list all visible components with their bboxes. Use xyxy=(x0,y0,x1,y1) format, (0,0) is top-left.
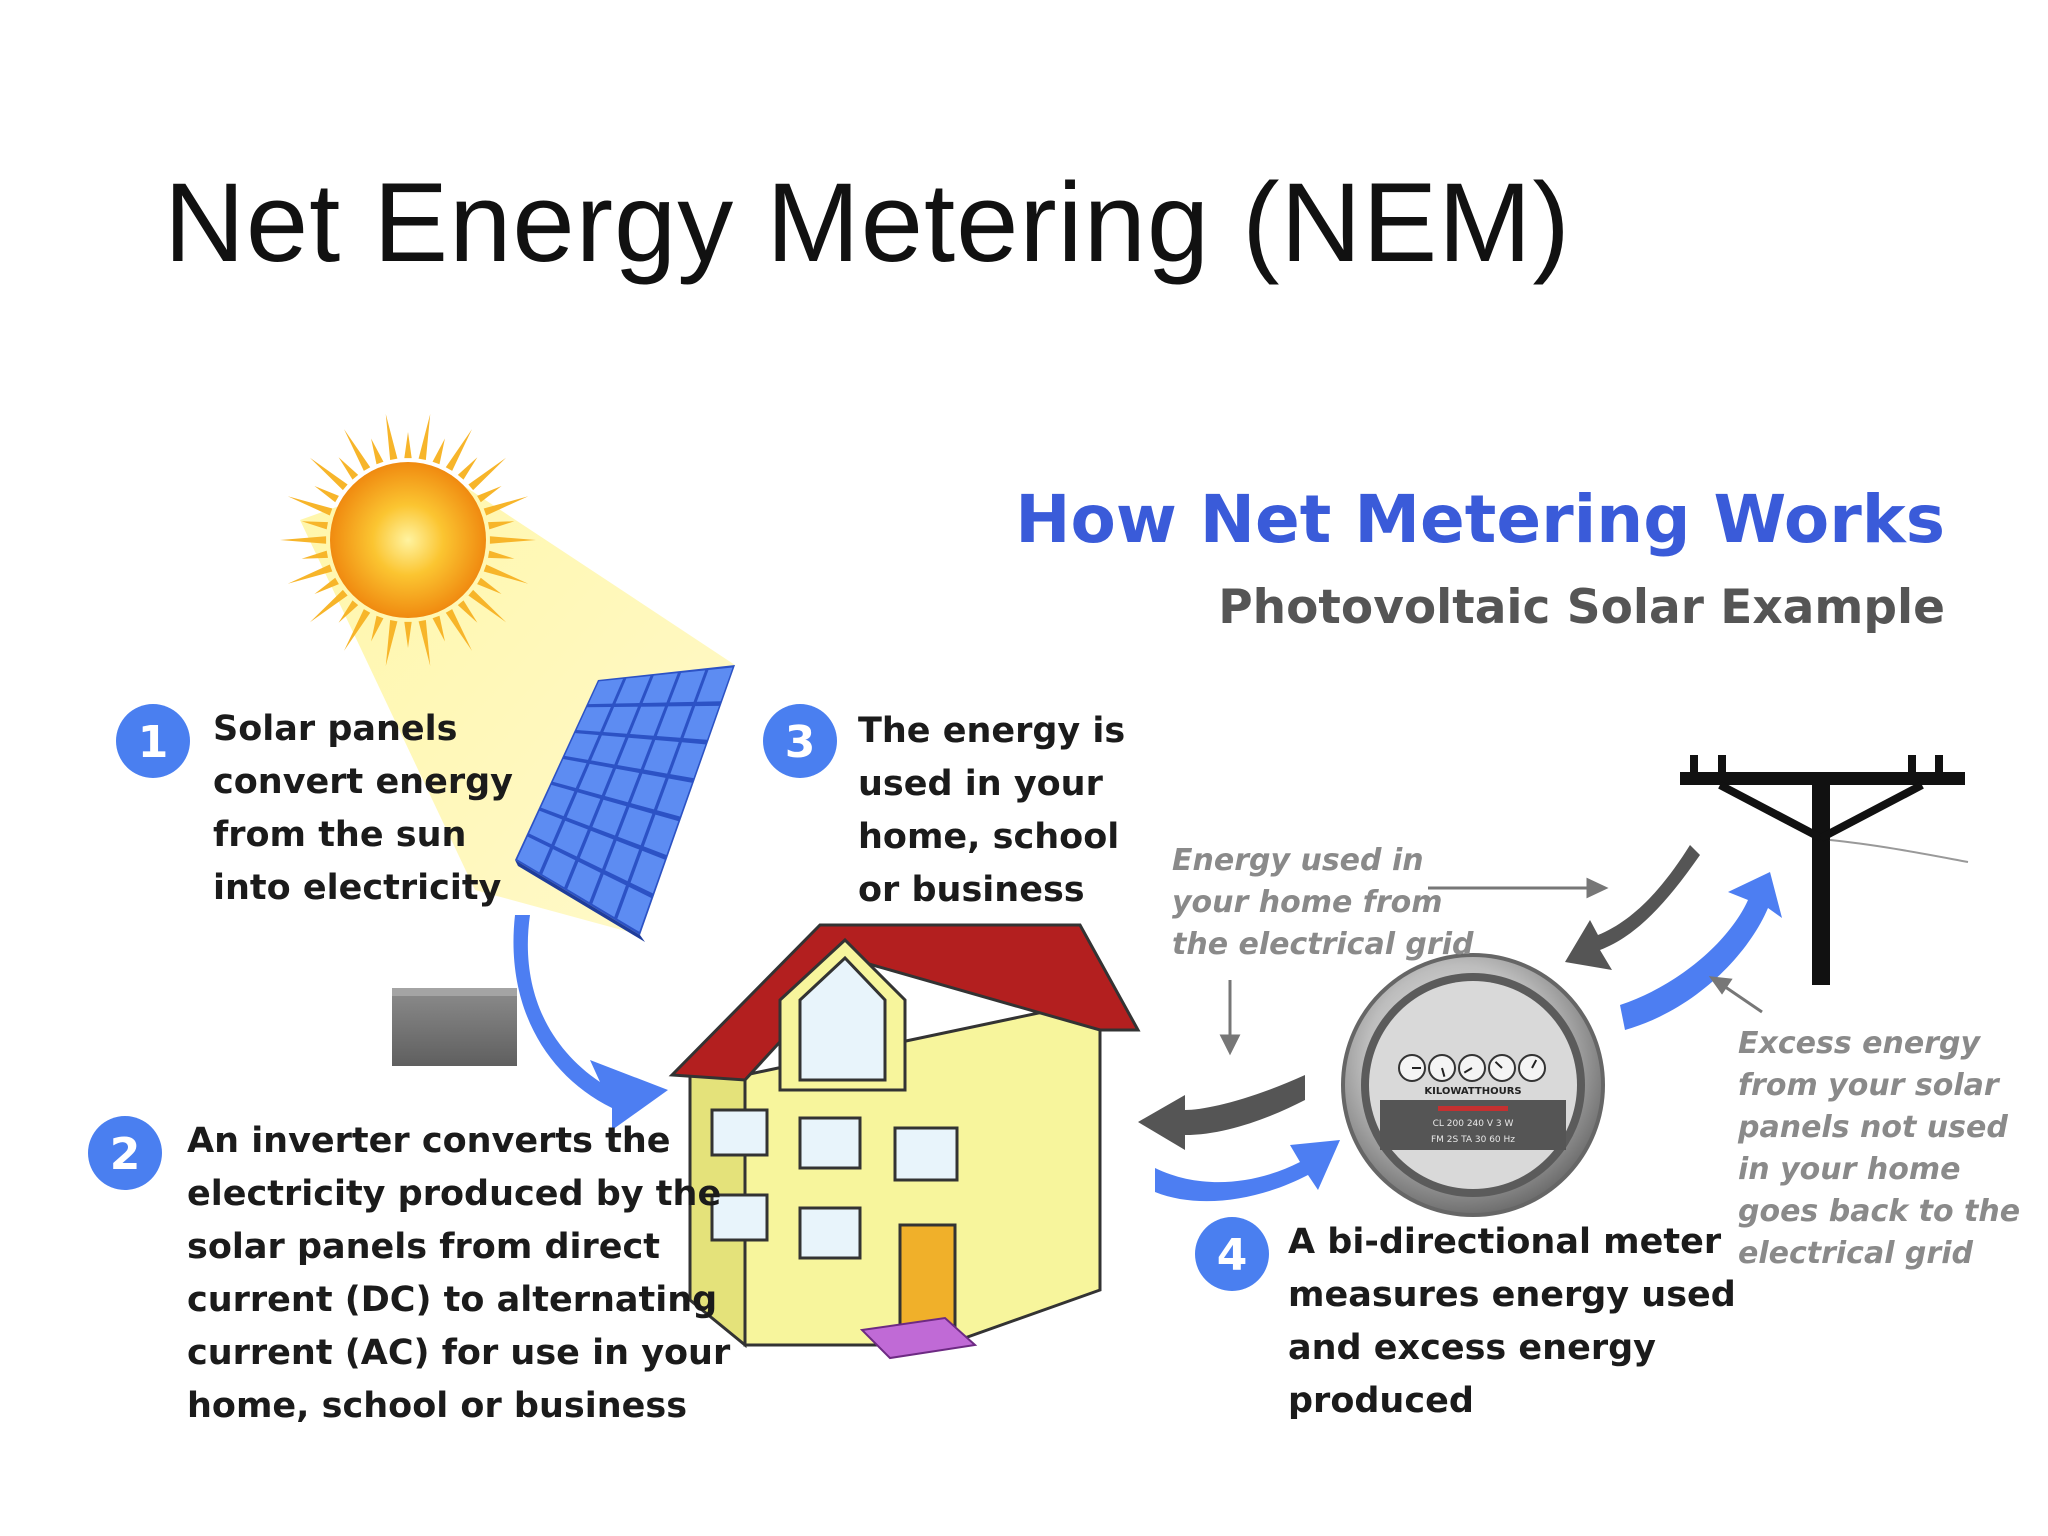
figure-heading: How Net Metering Works xyxy=(1015,481,1945,558)
step-4-line: A bi-directional meter xyxy=(1288,1222,1722,1262)
step-2-line: current (AC) for use in your xyxy=(187,1333,731,1373)
svg-text:Solar panels convert ene: Solar panels convert energy from the sun… xyxy=(213,709,525,908)
step-3-line: or business xyxy=(858,870,1085,910)
step-2-line: home, school or business xyxy=(187,1386,687,1426)
step-4: 4 A bi-directional meter measures energy… xyxy=(1195,1217,1748,1421)
step-3-number: 3 xyxy=(785,717,816,768)
step-3-line: used in your xyxy=(858,764,1104,804)
step-1-line: Solar panels xyxy=(213,709,457,749)
grid-note-line: the electrical grid xyxy=(1172,927,1474,962)
figure-subheading: Photovoltaic Solar Example xyxy=(1218,580,1945,635)
step-2-badge xyxy=(88,1116,162,1190)
utility-pole-icon xyxy=(1680,755,1969,985)
panel-to-house-arrow xyxy=(513,915,668,1130)
step-3: 3 The energy is used in your home, schoo… xyxy=(763,704,1137,910)
meter-spec-2: FM 2S TA 30 60 Hz xyxy=(1431,1135,1515,1145)
excess-note-line: in your home xyxy=(1738,1152,1960,1187)
pole-to-meter-arrow xyxy=(1565,845,1700,970)
step-2-line: current (DC) to alternating xyxy=(187,1280,717,1320)
excess-note-line: electrical grid xyxy=(1738,1236,1973,1271)
meter-spec-1: CL 200 240 V 3 W xyxy=(1433,1119,1514,1129)
step-2-line: solar panels from direct xyxy=(187,1227,660,1267)
excess-note-line: goes back to the xyxy=(1738,1194,2020,1229)
step-2-line: electricity produced by the xyxy=(187,1174,721,1214)
step-1: 1 Solar panels convert energy from the s… xyxy=(116,704,525,908)
step-2: 2 An inverter converts the electricity p… xyxy=(88,1116,742,1426)
grid-note-line: your home from xyxy=(1172,885,1443,920)
svg-text:The energy is used in yo: The energy is used in your home, school … xyxy=(858,711,1137,910)
excess-note-line: from your solar xyxy=(1738,1068,2001,1103)
inverter-box-icon xyxy=(392,988,517,1066)
step-1-badge xyxy=(116,704,190,778)
step-3-line: home, school xyxy=(858,817,1119,857)
meter-label: KILOWATTHOURS xyxy=(1424,1086,1521,1097)
step-4-badge xyxy=(1195,1217,1269,1291)
sun-icon xyxy=(280,413,536,667)
svg-text:A bi-directional meter m: A bi-directional meter measures energy u… xyxy=(1288,1222,1748,1421)
excess-note-pointer xyxy=(1708,976,1763,1014)
house-icon xyxy=(668,923,1141,1360)
grid-note: Energy used in your home from the electr… xyxy=(1172,843,1474,962)
step-3-badge xyxy=(763,704,837,778)
step-4-number: 4 xyxy=(1217,1230,1248,1281)
excess-note-line: Excess energy xyxy=(1738,1026,1981,1061)
meter-to-house-arrow xyxy=(1138,1075,1305,1150)
grid-note-line: Energy used in xyxy=(1172,843,1424,878)
meter-to-pole-arrow xyxy=(1620,872,1782,1030)
svg-text:An inverter converts the: An inverter converts the electricity pro… xyxy=(187,1121,742,1426)
step-4-line: measures energy used xyxy=(1288,1275,1736,1315)
excess-note: Excess energy from your solar panels not… xyxy=(1737,1026,2031,1271)
step-4-line: produced xyxy=(1288,1381,1474,1421)
slide-title: Net Energy Metering (NEM) xyxy=(164,160,1571,285)
step-1-line: from the sun xyxy=(213,815,466,855)
step-2-number: 2 xyxy=(110,1129,141,1180)
step-1-line: convert energy xyxy=(213,762,513,802)
house-to-meter-arrow xyxy=(1155,1140,1340,1202)
solar-panel-icon xyxy=(515,665,735,942)
grid-note-pointer xyxy=(1219,877,1609,1056)
excess-note-line: panels not used xyxy=(1737,1110,2008,1145)
step-2-line: An inverter converts the xyxy=(187,1121,671,1161)
step-1-line: into electricity xyxy=(213,868,502,908)
step-1-number: 1 xyxy=(138,717,169,768)
step-3-line: The energy is xyxy=(858,711,1125,751)
electric-meter-icon: KILOWATTHOURS CL 200 240 V 3 W FM 2S TA … xyxy=(1341,953,1605,1217)
step-4-line: and excess energy xyxy=(1288,1328,1656,1368)
